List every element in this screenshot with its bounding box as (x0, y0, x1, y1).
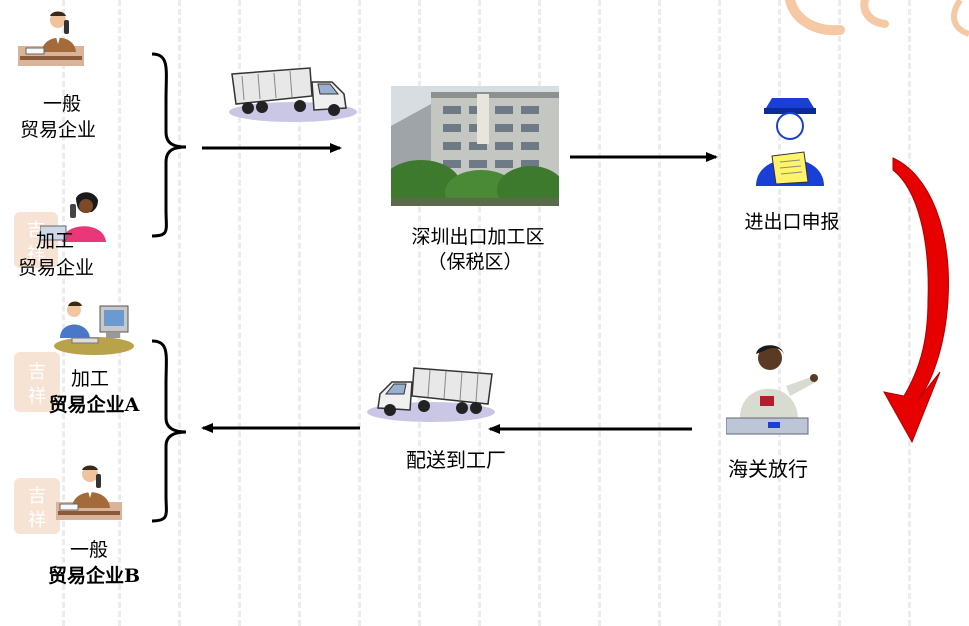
calligraphy-seal-watermark: 吉 祥 (14, 352, 60, 412)
bg-grid-line (908, 0, 911, 626)
top-brace (151, 52, 187, 238)
svg-text:祥: 祥 (28, 386, 46, 407)
calligraphy-seal-watermark: 吉 祥 (14, 478, 60, 534)
corner-ornament (785, 0, 969, 37)
bg-grid-line (778, 0, 781, 626)
bg-grid-line (178, 0, 181, 626)
bottom-brace (151, 339, 187, 523)
processing-label: 加工 (35, 230, 74, 252)
bg-grid-line (658, 0, 661, 626)
bg-grid-line (538, 0, 541, 626)
bg-grid-line (718, 0, 721, 626)
bg-grid-line (238, 0, 241, 626)
general-b-company-label: 贸易企业B (47, 565, 141, 587)
businessman-phone-icon (18, 11, 84, 66)
processing-a-company-label: 贸易企业A (48, 394, 140, 416)
zone-name-label: 深圳出口加工区 (411, 226, 545, 248)
building-photo (391, 86, 559, 206)
customs-release-officer-icon (726, 345, 818, 435)
bg-grid-line (838, 0, 841, 626)
svg-text:吉: 吉 (28, 362, 46, 383)
bg-grid-line (598, 0, 601, 626)
bg-grid-line (62, 0, 65, 626)
customs-officer-icon (756, 98, 824, 186)
general-trade-label: 一般 (42, 93, 81, 115)
general-b-label: 一般 (69, 539, 108, 561)
bg-grid-line (478, 0, 481, 626)
truck-icon (229, 67, 357, 122)
release-label: 海关放行 (728, 457, 808, 481)
bg-grid-line (298, 0, 301, 626)
svg-text:祥: 祥 (28, 510, 46, 531)
declare-label: 进出口申报 (744, 211, 840, 233)
svg-text:吉: 吉 (28, 486, 46, 507)
woman-phone-icon (40, 192, 106, 242)
computer-worker-icon (54, 301, 134, 355)
zone-bonded-label: （保税区） (427, 251, 523, 273)
processing-trade-company-label: 贸易企业 (17, 257, 94, 279)
businessman-phone-icon (56, 465, 122, 520)
red-curved-arrow (883, 157, 949, 444)
processing-a-label: 加工 (70, 368, 109, 390)
deliver-label: 配送到工厂 (406, 448, 506, 472)
bg-grid-line (418, 0, 421, 626)
truck-icon (367, 367, 495, 422)
bg-grid-line (358, 0, 361, 626)
trade-company-label: 贸易企业 (19, 119, 96, 141)
svg-text:祥: 祥 (27, 244, 45, 265)
